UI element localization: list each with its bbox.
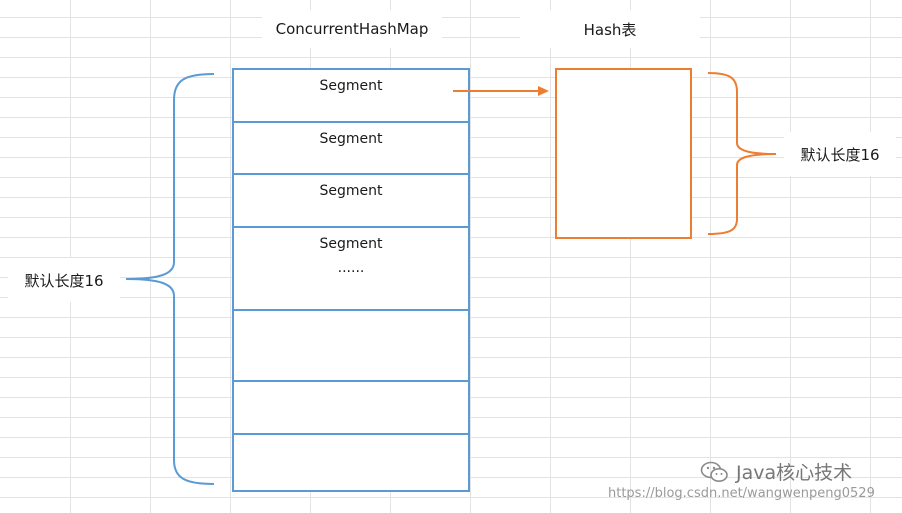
segment-label: Segment [319,183,383,199]
right-default-length-label: 默认长度16 [784,132,896,176]
hash-table-title: Hash表 [520,10,700,48]
blog-url-watermark: https://blog.csdn.net/wangwenpeng0529 [608,486,875,501]
segment-label: Segment [319,131,383,147]
segment-ellipsis: ...... [337,260,365,276]
right-curly-brace [707,72,777,235]
hash-table-box [555,68,692,239]
left-default-length-label: 默认长度16 [8,258,120,302]
wechat-brand-text: Java核心技术 [736,462,853,484]
segment-label: Segment [319,236,383,252]
concurrenthashmap-title: ConcurrentHashMap [262,10,442,48]
segment-array-box [232,68,470,492]
left-curly-brace [125,73,215,485]
wechat-watermark: Java核心技术 [700,458,852,485]
segment-label: Segment [319,78,383,94]
segment-to-hash-arrowhead [538,86,549,96]
wechat-icon [700,461,728,482]
